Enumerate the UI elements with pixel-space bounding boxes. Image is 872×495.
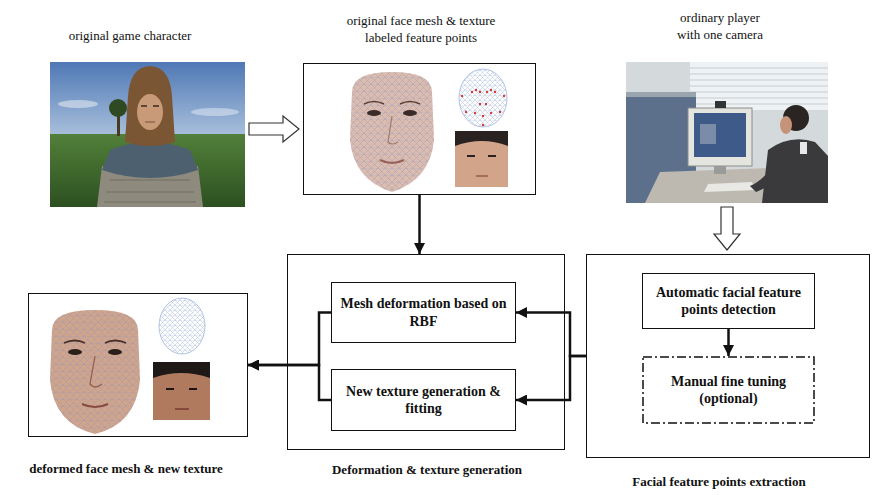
- process-box: Manual fine tuning (optional): [642, 356, 815, 424]
- mouth: [175, 408, 189, 410]
- caption-label: original game character: [30, 28, 230, 45]
- eye: [367, 110, 381, 116]
- eye: [108, 349, 122, 355]
- texture-image: [455, 131, 508, 187]
- eyes: [166, 388, 197, 390]
- brows: [64, 341, 126, 344]
- blinds: [690, 68, 828, 104]
- office-photo: [626, 62, 828, 203]
- picture-panel: original game character: [50, 62, 245, 207]
- box-label: Manual fine tuning (optional): [646, 373, 811, 408]
- mouth: [145, 121, 155, 122]
- brows: [364, 102, 420, 105]
- caption-label: ordinary player with one camera: [668, 10, 772, 44]
- connector: [418, 195, 421, 254]
- player-arm: [750, 168, 784, 192]
- texture-image: [153, 362, 210, 420]
- hood: [125, 66, 175, 146]
- mouth: [380, 160, 404, 163]
- caption-label: original face mesh & texture labeled fea…: [333, 13, 509, 47]
- dashed-outline: [643, 357, 814, 423]
- process-box: Mesh deformation based on RBF: [331, 282, 516, 343]
- image-box: original face mesh & texture labeled fea…: [303, 63, 536, 195]
- partition-top: [626, 92, 696, 97]
- group-box: Facial feature points extractionAutomati…: [586, 254, 870, 458]
- nose: [90, 356, 102, 387]
- panel-ground: [28, 293, 248, 437]
- dashed-outline: [642, 356, 815, 424]
- face: [137, 94, 163, 130]
- game-scene: [50, 62, 245, 207]
- face-mesh: [50, 310, 140, 434]
- connector: [516, 313, 586, 357]
- eye: [68, 349, 82, 355]
- mouth: [82, 404, 108, 407]
- caption-label: Facial feature points extraction: [599, 474, 839, 491]
- badge: [800, 142, 807, 154]
- eyes: [467, 155, 496, 157]
- face-texture: [50, 310, 140, 434]
- eye: [403, 110, 417, 116]
- process-box: Automatic facial feature points detectio…: [642, 273, 815, 329]
- tree-crown: [109, 99, 127, 117]
- box-label: New texture generation & fitting: [336, 383, 511, 418]
- group-box: Deformation & texture generationMesh def…: [287, 254, 565, 450]
- eyes: [141, 105, 159, 107]
- feature-points: [461, 89, 505, 126]
- box-label: Automatic facial feature points detectio…: [647, 284, 810, 319]
- wall: [626, 62, 828, 203]
- connector: [248, 365, 331, 400]
- wireframe: [159, 298, 205, 354]
- hollow-arrow: [249, 116, 299, 142]
- connector: [248, 313, 331, 366]
- screen-window: [700, 124, 716, 144]
- face-mesh: [350, 72, 434, 192]
- panel-ground: [303, 63, 536, 195]
- cape: [102, 142, 198, 178]
- camera: [715, 101, 726, 108]
- connector: [727, 329, 730, 356]
- picture-panel: ordinary player with one camera: [626, 62, 828, 203]
- cloud: [58, 100, 98, 108]
- keyboard: [704, 182, 756, 192]
- face-texture: [350, 72, 434, 192]
- cloud: [191, 108, 239, 116]
- monitor-stand: [714, 166, 726, 174]
- player-face: [780, 116, 792, 134]
- screen: [694, 113, 746, 157]
- nose: [388, 116, 398, 144]
- box-label: Mesh deformation based on RBF: [336, 295, 511, 330]
- image-box: deformed face mesh & new texture: [28, 293, 248, 437]
- monitor: [688, 108, 752, 166]
- hollow-arrow: [714, 207, 740, 250]
- hair: [455, 131, 508, 146]
- chainmail-rings: [104, 180, 196, 202]
- caption-label: Deformation & texture generation: [297, 462, 557, 479]
- caption-label: deformed face mesh & new texture: [1, 461, 251, 478]
- window: [690, 62, 828, 110]
- connector: [516, 356, 586, 400]
- hair: [153, 362, 210, 378]
- mouth: [476, 175, 488, 177]
- wireframe: [459, 69, 507, 127]
- process-box: New texture generation & fitting: [331, 369, 516, 431]
